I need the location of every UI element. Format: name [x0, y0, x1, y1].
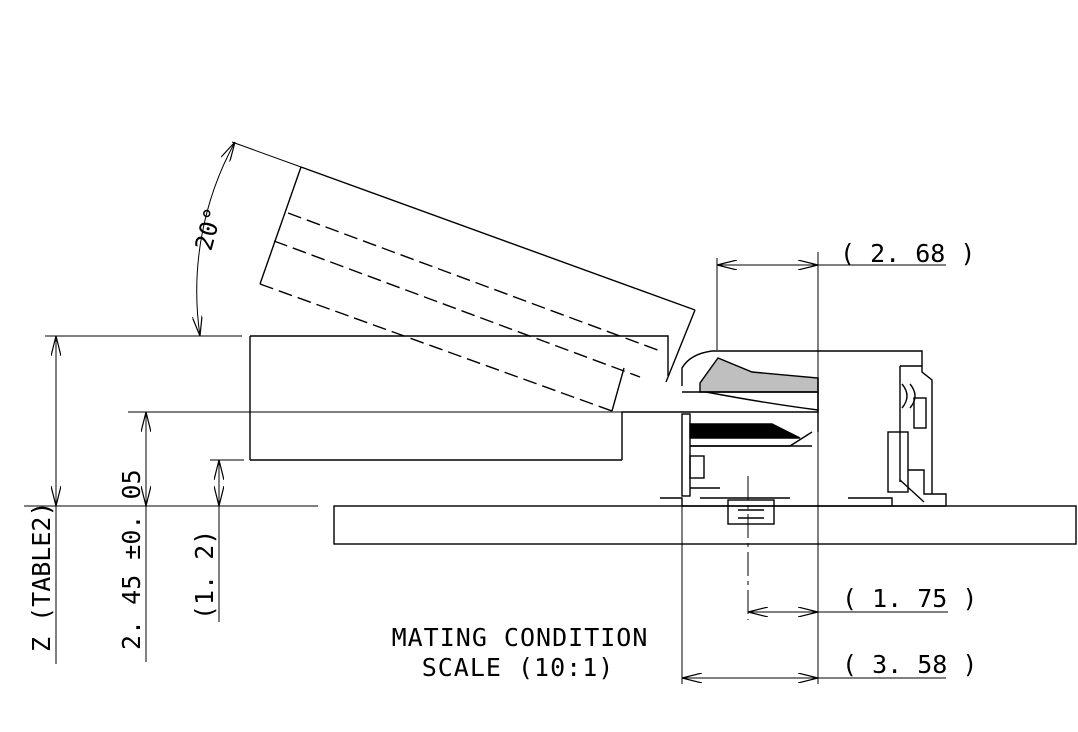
caption-scale: SCALE (10:1) — [422, 653, 615, 682]
mated-plug-body — [249, 335, 682, 461]
dimension-2-45: 2. 45 ±0. 05 — [117, 412, 146, 662]
dim-2-45-label: 2. 45 ±0. 05 — [117, 469, 146, 650]
dimension-2-68: ( 2. 68 ) — [717, 239, 975, 268]
dim-z-label: Z (TABLE2) — [27, 501, 56, 652]
angle-label: 20° — [190, 204, 228, 253]
dimension-1-2: (1. 2) — [190, 460, 219, 622]
dimension-z: Z (TABLE2) — [27, 336, 56, 664]
dim-2-68-label: ( 2. 68 ) — [840, 239, 975, 268]
dim-3-58-label: ( 3. 58 ) — [842, 650, 977, 679]
pcb-board — [333, 505, 1077, 545]
angle-dimension: 20° — [190, 142, 235, 336]
dim-1-75-label: ( 1. 75 ) — [842, 584, 977, 613]
receptacle-connector — [660, 350, 947, 525]
dimension-3-58: ( 3. 58 ) — [682, 650, 977, 679]
drawing-caption: MATING CONDITION SCALE (10:1) — [392, 623, 649, 682]
tilted-plug-outline — [259, 166, 696, 412]
caption-title: MATING CONDITION — [392, 623, 649, 652]
dimension-1-75: ( 1. 75 ) — [748, 584, 977, 613]
dim-1-2-label: (1. 2) — [190, 530, 219, 620]
